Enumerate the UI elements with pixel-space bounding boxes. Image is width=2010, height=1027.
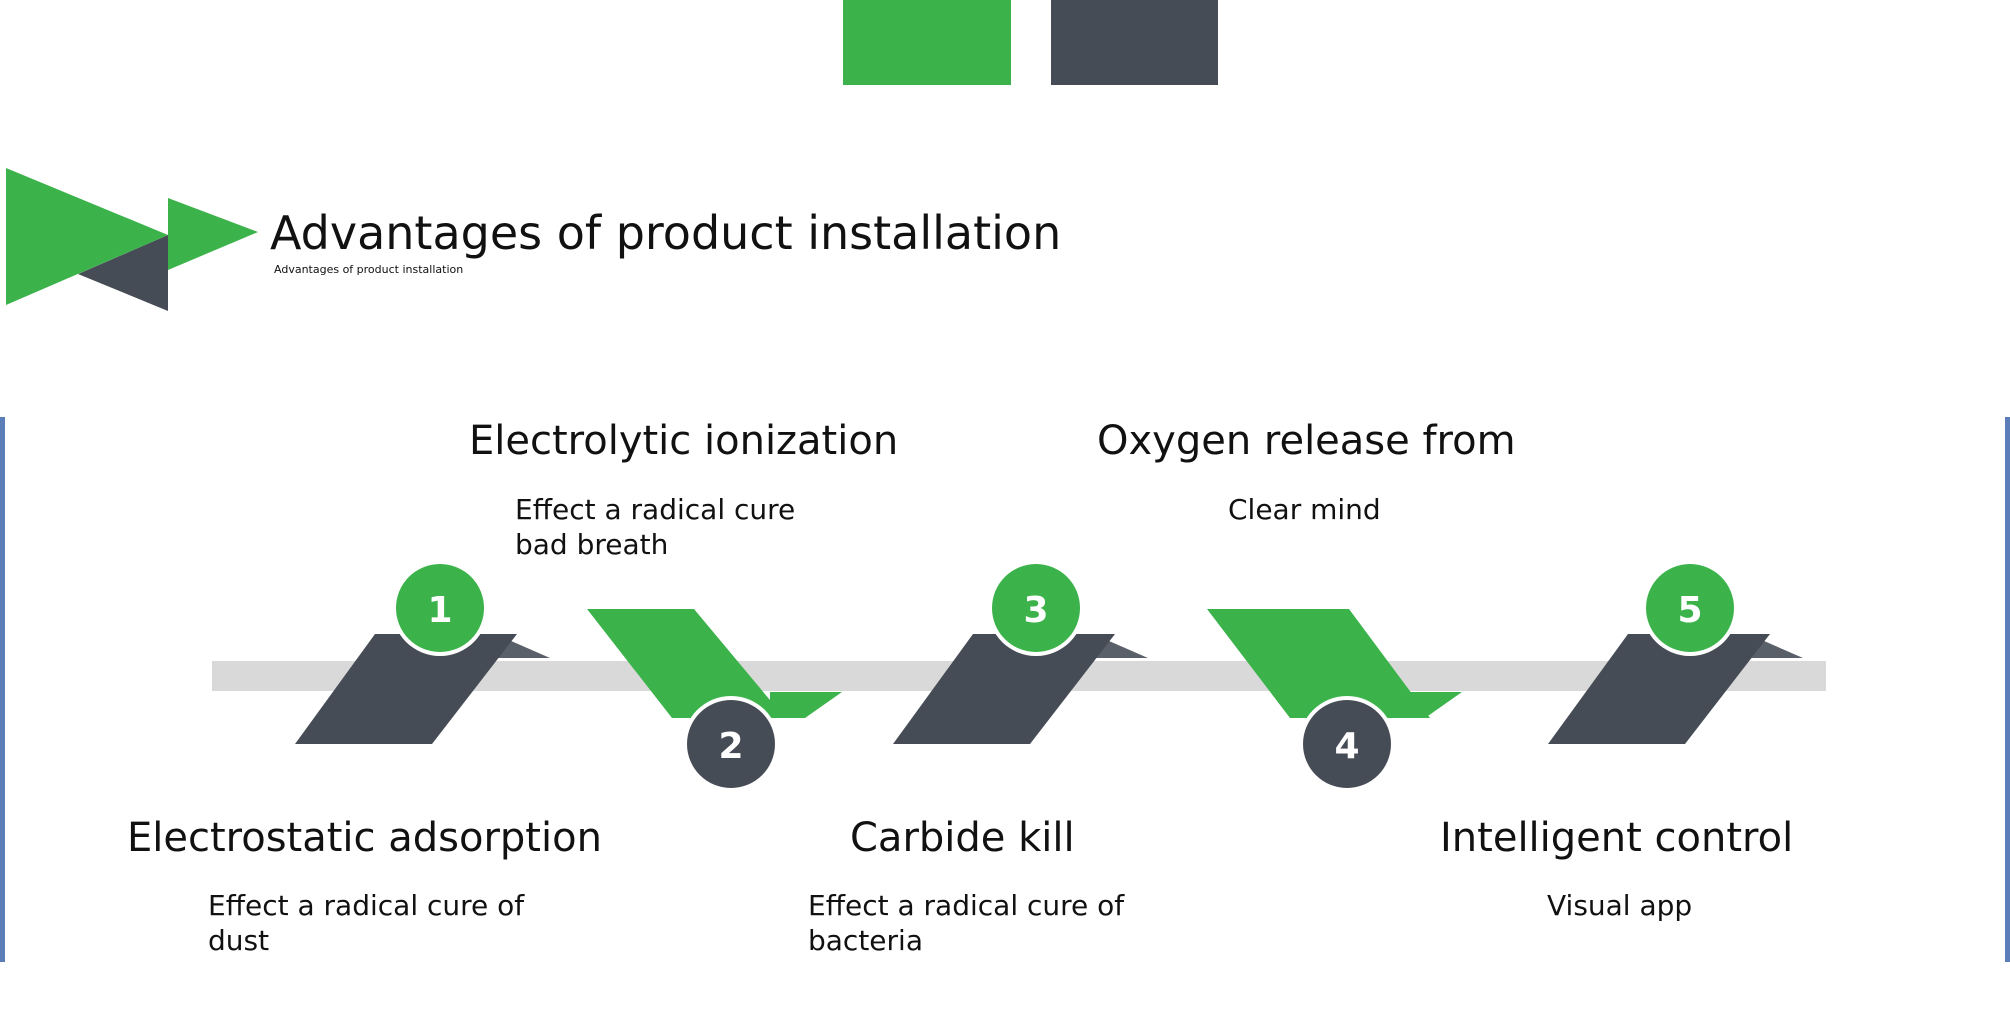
step-2-shape: 2 — [587, 609, 842, 792]
right-edge-accent — [2005, 417, 2010, 962]
step-4-title: Oxygen release from — [1097, 418, 1516, 464]
step-1-shape: 1 — [295, 560, 550, 744]
step-5-number: 5 — [1677, 590, 1702, 631]
step-4-number: 4 — [1334, 726, 1359, 767]
step-3-title: Carbide kill — [850, 815, 1075, 861]
page-title: Advantages of product installation — [270, 206, 1062, 260]
step-4-description: Clear mind — [1228, 493, 1381, 526]
step-1-number: 1 — [427, 590, 452, 631]
step-5-shape: 5 — [1548, 560, 1803, 744]
step-3-shape: 3 — [893, 560, 1148, 744]
step-5-description: Visual app — [1547, 889, 1693, 922]
step-3-number: 3 — [1023, 590, 1048, 631]
step-3-description: Effect a radical cure of bacteria — [808, 889, 1125, 957]
page-subtitle: Advantages of product installation — [274, 263, 464, 276]
step-1-title: Electrostatic adsorption — [127, 815, 602, 861]
header-large-green-triangle — [6, 168, 168, 305]
top-green-square — [843, 0, 1011, 85]
step-2-description: Effect a radical cure bad breath — [515, 493, 796, 561]
step-2-title: Electrolytic ionization — [469, 418, 899, 464]
step-5-title: Intelligent control — [1440, 815, 1794, 861]
step-2-number: 2 — [718, 726, 743, 767]
step-4-shape: 4 — [1207, 609, 1462, 792]
left-edge-accent — [0, 417, 5, 962]
top-dark-square — [1051, 0, 1218, 85]
header-small-green-triangle — [168, 198, 258, 270]
step-1-description: Effect a radical cure of dust — [208, 889, 525, 957]
header-triangles-logo — [6, 168, 258, 311]
header-dark-triangle — [78, 235, 168, 311]
